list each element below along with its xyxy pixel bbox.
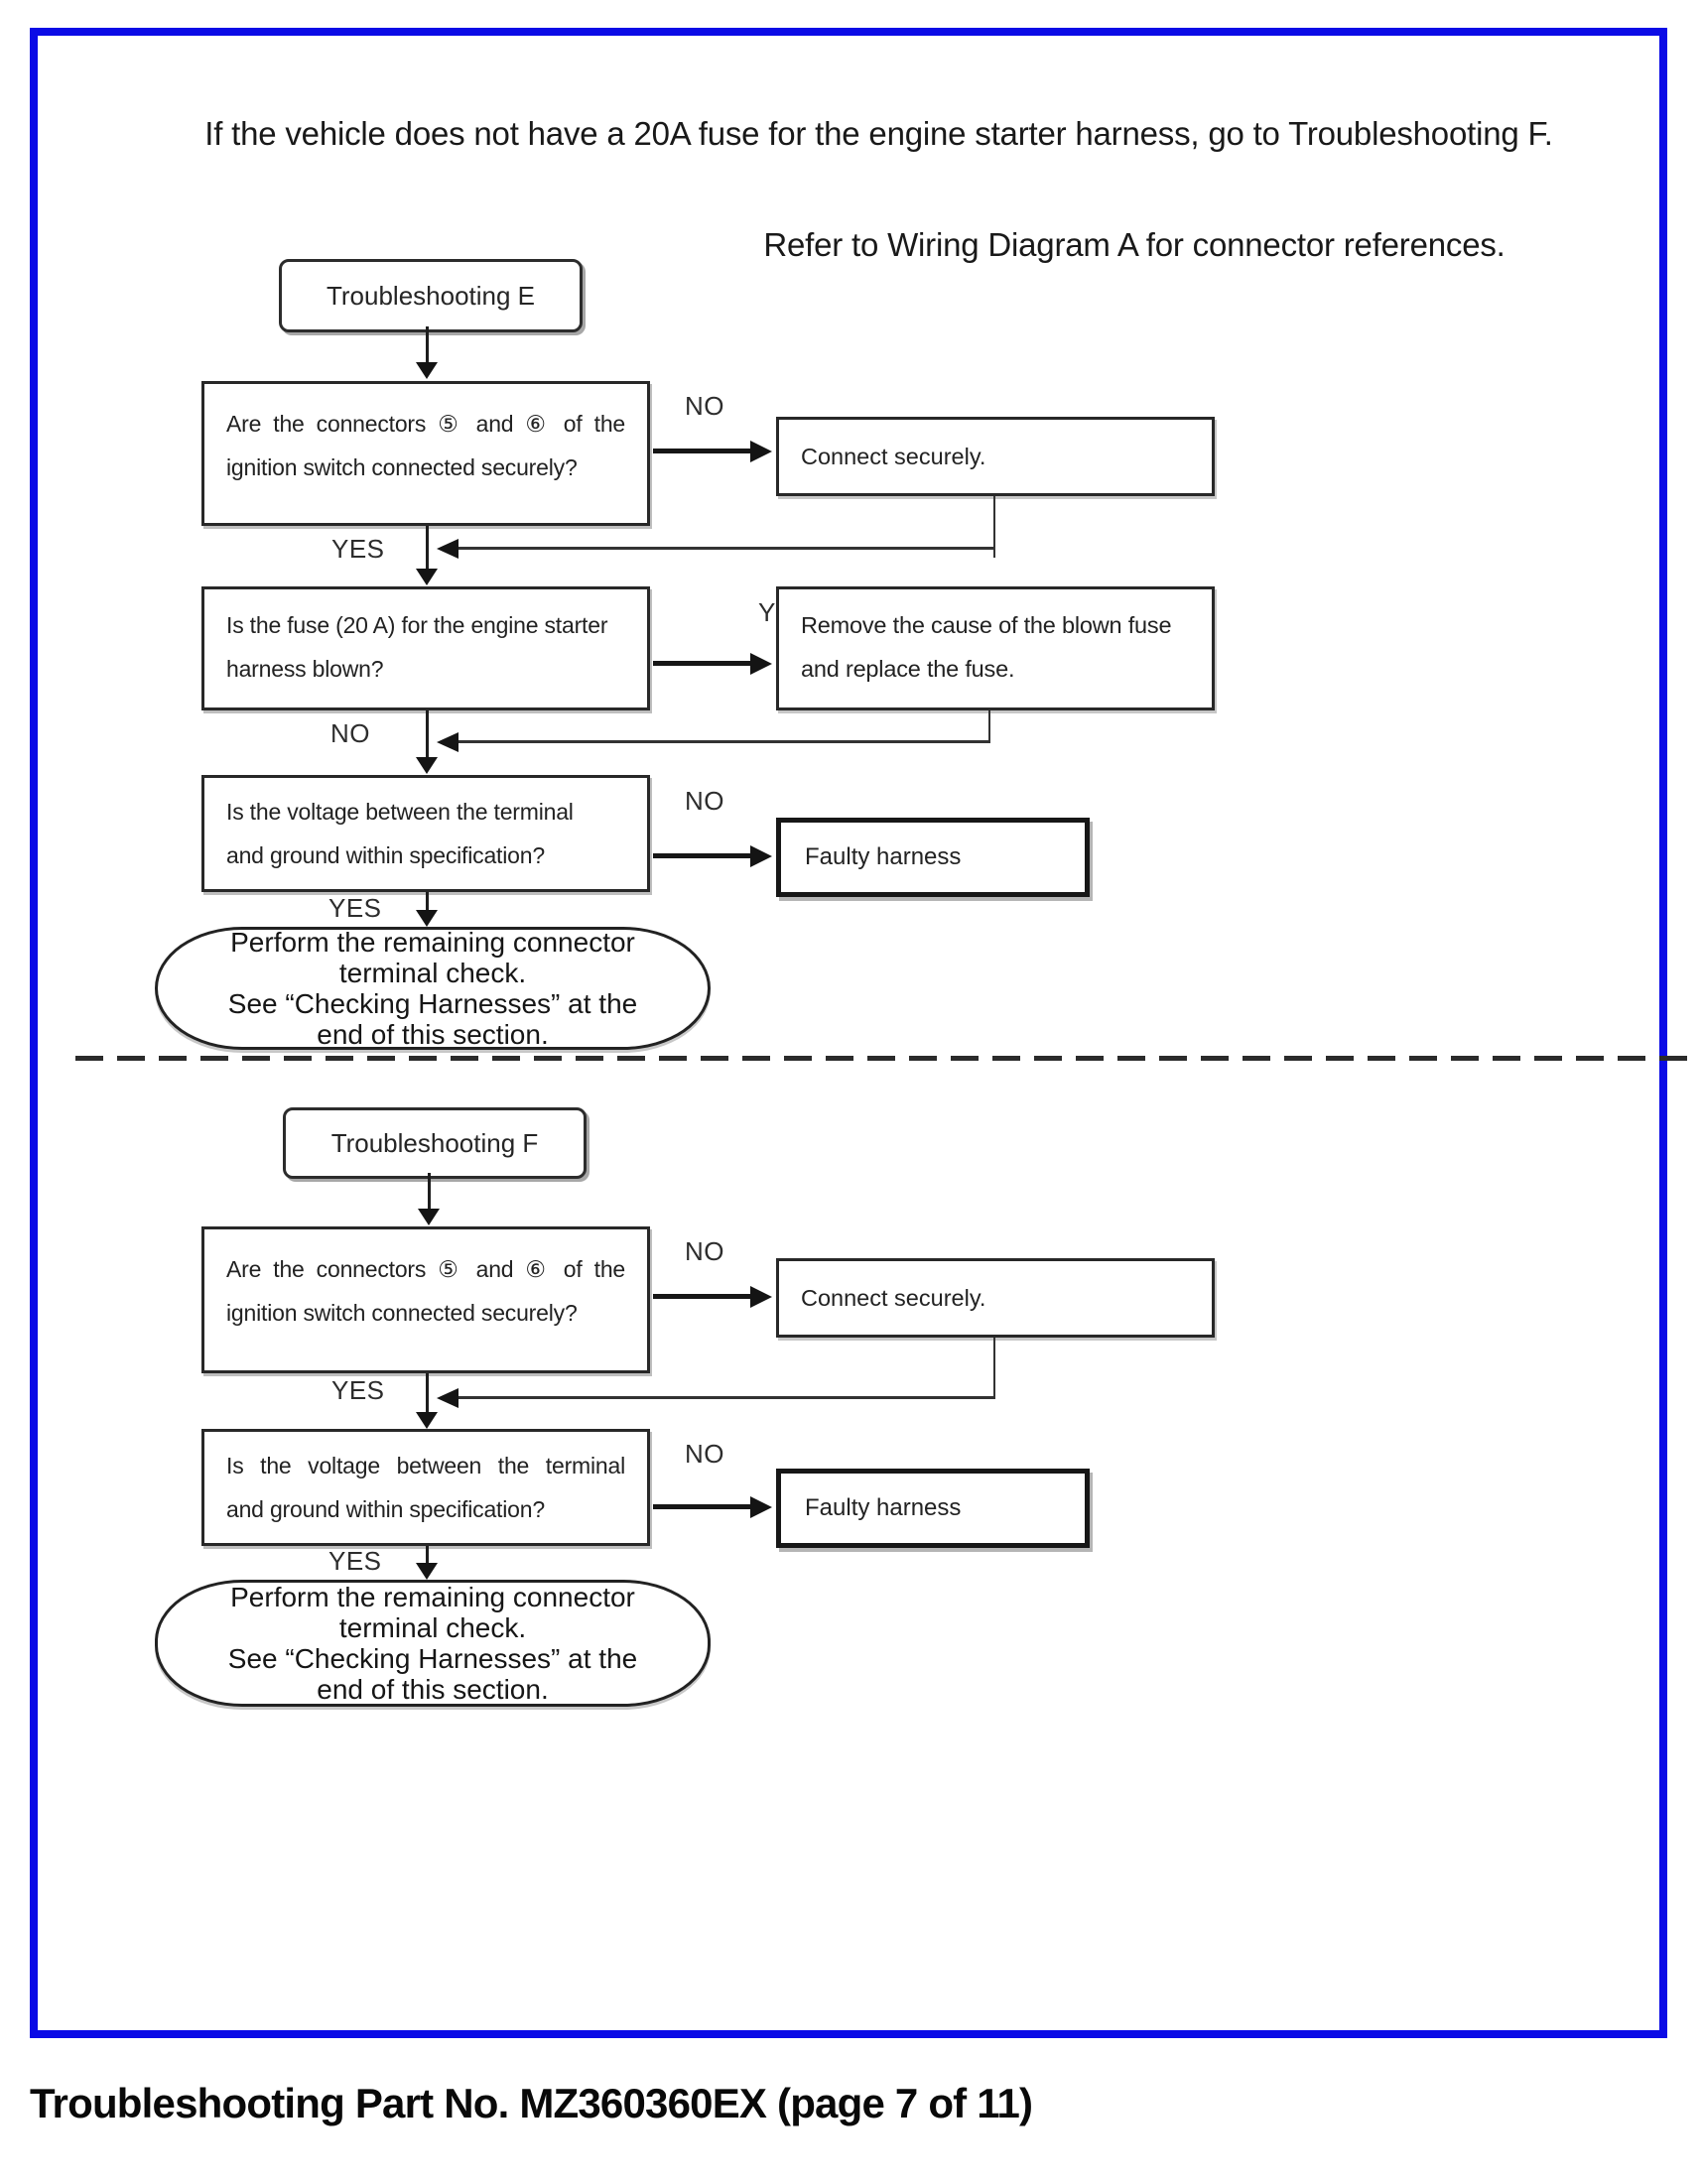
e-q3-no-label: NO bbox=[685, 786, 724, 816]
f-q1-yes-label: YES bbox=[331, 1375, 385, 1405]
terminal-line: terminal check. bbox=[338, 958, 527, 988]
f-question1-box: Are the connectors ⑤ and ⑥ of the igniti… bbox=[201, 1226, 650, 1373]
e-q1-yes-label: YES bbox=[331, 534, 385, 564]
page-caption: Troubleshooting Part No. MZ360360EX (pag… bbox=[30, 2080, 1033, 2126]
arrow-left-icon bbox=[437, 732, 458, 752]
connector-line bbox=[426, 526, 429, 571]
question-line: ignition switch connected securely? bbox=[226, 454, 578, 480]
e-question3-box: Is the voltage between the terminal and … bbox=[201, 775, 650, 892]
feedback-line bbox=[458, 547, 995, 550]
e-terminal-box: Perform the remaining connector terminal… bbox=[155, 927, 711, 1050]
feedback-line bbox=[458, 1396, 995, 1399]
arrow-right-icon bbox=[750, 1286, 772, 1308]
connector-line bbox=[426, 326, 429, 364]
terminal-line: See “Checking Harnesses” at the bbox=[227, 988, 638, 1019]
flowchart-f-start-box: Troubleshooting F bbox=[283, 1107, 587, 1179]
question-line: Are the connectors ⑤ and ⑥ of the bbox=[226, 411, 625, 437]
f-q2-no-label: NO bbox=[685, 1439, 724, 1469]
arrow-right-icon bbox=[750, 441, 772, 462]
arrow-down-icon bbox=[416, 1563, 438, 1580]
arrow-right-icon bbox=[750, 845, 772, 867]
question-line: Is the voltage between the terminal bbox=[226, 1453, 625, 1478]
question-line: Is the fuse (20 A) for the engine starte… bbox=[226, 612, 608, 638]
e-action1-box: Connect securely. bbox=[776, 417, 1215, 496]
arrow-right-icon bbox=[750, 653, 772, 675]
question-line: ignition switch connected securely? bbox=[226, 1300, 578, 1326]
question-line: harness blown? bbox=[226, 656, 384, 682]
arrow-down-icon bbox=[418, 1209, 440, 1225]
question-line: and ground within specification? bbox=[226, 1496, 545, 1522]
feedback-line bbox=[458, 740, 990, 743]
connector-line bbox=[653, 661, 752, 666]
connector-line bbox=[426, 710, 429, 758]
arrow-down-icon bbox=[416, 910, 438, 927]
arrow-down-icon bbox=[416, 1412, 438, 1429]
connector-line bbox=[426, 1373, 429, 1415]
question-line: and ground within specification? bbox=[226, 842, 545, 868]
wiring-reference-note: Refer to Wiring Diagram A for connector … bbox=[763, 226, 1506, 263]
feedback-line bbox=[993, 1338, 995, 1399]
terminal-line: end of this section. bbox=[317, 1674, 549, 1705]
terminal-line: end of this section. bbox=[317, 1019, 549, 1050]
flowchart-e-start-box: Troubleshooting E bbox=[279, 259, 583, 332]
f-question2-box: Is the voltage between the terminal and … bbox=[201, 1429, 650, 1546]
e-action2-box: Remove the cause of the blown fuse and r… bbox=[776, 586, 1215, 710]
arrow-right-icon bbox=[750, 1496, 772, 1518]
connector-line bbox=[426, 1546, 429, 1566]
action-line: Remove the cause of the blown fuse bbox=[801, 612, 1172, 638]
connector-line bbox=[653, 853, 752, 858]
terminal-line: Perform the remaining connector bbox=[230, 1582, 635, 1612]
f-terminal-box: Perform the remaining connector terminal… bbox=[155, 1580, 711, 1707]
f-action1-box: Connect securely. bbox=[776, 1258, 1215, 1338]
f-faulty-harness-box: Faulty harness bbox=[776, 1469, 1090, 1548]
e-q2-no-label: NO bbox=[330, 718, 370, 748]
question-line: Is the voltage between the terminal bbox=[226, 799, 574, 825]
intro-note: If the vehicle does not have a 20A fuse … bbox=[204, 115, 1553, 152]
connector-line bbox=[426, 892, 429, 914]
feedback-line bbox=[988, 710, 990, 743]
connector-line bbox=[653, 449, 752, 453]
connector-line bbox=[653, 1504, 752, 1509]
arrow-left-icon bbox=[437, 1388, 458, 1408]
connector-line bbox=[428, 1173, 431, 1211]
action-line: and replace the fuse. bbox=[801, 656, 1015, 682]
connector-line bbox=[653, 1294, 752, 1299]
content-frame: If the vehicle does not have a 20A fuse … bbox=[30, 28, 1697, 2038]
question-line: Are the connectors ⑤ and ⑥ of the bbox=[226, 1256, 625, 1282]
e-q3-yes-label: YES bbox=[328, 893, 382, 923]
arrow-down-icon bbox=[416, 569, 438, 585]
terminal-line: See “Checking Harnesses” at the bbox=[227, 1643, 638, 1674]
arrow-down-icon bbox=[416, 362, 438, 379]
section-divider bbox=[75, 1056, 1697, 1061]
arrow-left-icon bbox=[437, 539, 458, 559]
e-faulty-harness-box: Faulty harness bbox=[776, 818, 1090, 897]
f-q1-no-label: NO bbox=[685, 1236, 724, 1266]
e-question1-box: Are the connectors ⑤ and ⑥ of the igniti… bbox=[201, 381, 650, 526]
e-q1-no-label: NO bbox=[685, 391, 724, 421]
terminal-line: terminal check. bbox=[338, 1612, 527, 1643]
arrow-down-icon bbox=[416, 757, 438, 774]
e-question2-box: Is the fuse (20 A) for the engine starte… bbox=[201, 586, 650, 710]
feedback-line bbox=[993, 496, 995, 558]
f-q2-yes-label: YES bbox=[328, 1546, 382, 1576]
terminal-line: Perform the remaining connector bbox=[230, 927, 635, 958]
